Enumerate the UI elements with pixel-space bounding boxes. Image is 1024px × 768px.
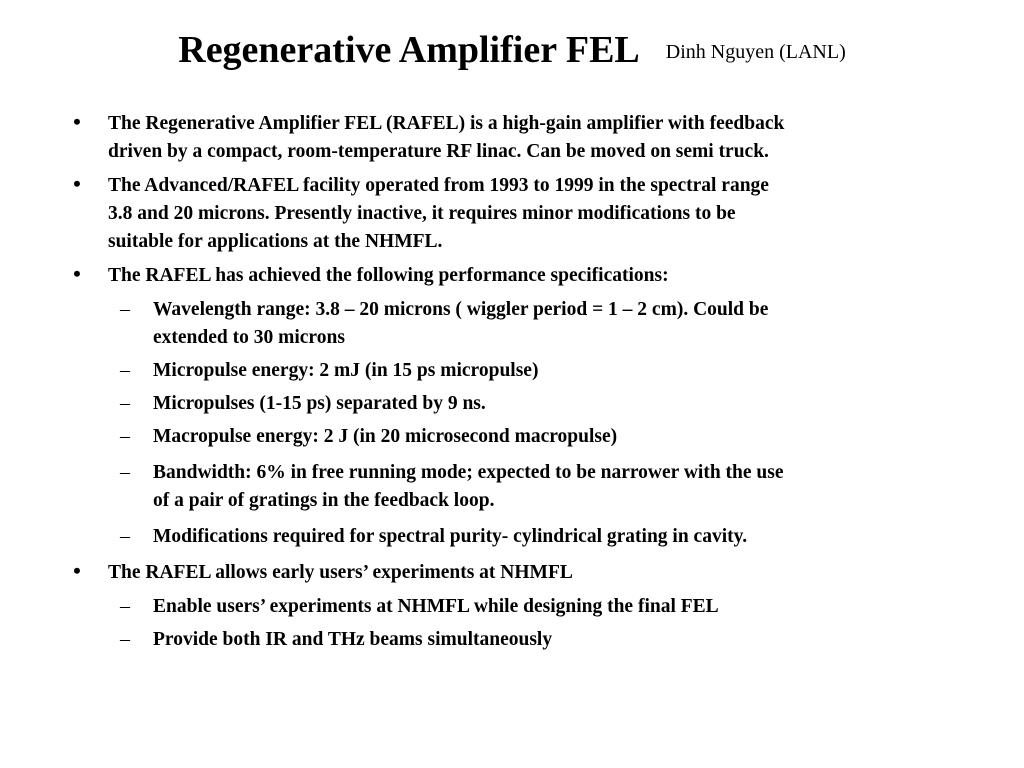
dash-marker: – xyxy=(120,298,130,320)
sub-bullet-text-line: Macropulse energy: 2 J (in 20 microsecon… xyxy=(153,426,618,447)
dash-marker: – xyxy=(120,628,130,650)
bullet-marker: • xyxy=(73,109,81,134)
bullet-marker: • xyxy=(73,261,81,286)
dash-marker: – xyxy=(120,359,130,381)
slide-author: Dinh Nguyen (LANL) xyxy=(665,41,846,63)
sub-bullet-item: – Modifications required for spectral pu… xyxy=(70,523,920,551)
sub-bullet-text-line: Enable users’ experiments at NHMFL while… xyxy=(153,596,719,617)
sub-bullet-item: – Wavelength range: 3.8 – 20 microns ( w… xyxy=(70,296,920,352)
sub-bullet-text-line: Modifications required for spectral puri… xyxy=(153,526,748,547)
sub-bullet-item: – Provide both IR and THz beams simultan… xyxy=(70,626,920,654)
dash-marker: – xyxy=(120,392,130,414)
title-row: Regenerative Amplifier FEL Dinh Nguyen (L… xyxy=(0,28,1024,72)
bullet-text-line: driven by a compact, room-temperature RF… xyxy=(108,141,769,162)
bullet-text-line: The Advanced/RAFEL facility operated fro… xyxy=(108,175,769,196)
sub-bullet-item: – Micropulses (1-15 ps) separated by 9 n… xyxy=(70,390,920,418)
bullet-marker: • xyxy=(73,171,81,196)
bullet-item: • The RAFEL has achieved the following p… xyxy=(70,262,920,290)
bullet-marker: • xyxy=(73,558,81,583)
sub-bullet-text-line: Provide both IR and THz beams simultaneo… xyxy=(153,629,553,650)
sub-bullet-text-line: extended to 30 microns xyxy=(153,327,345,348)
dash-marker: – xyxy=(120,461,130,483)
sub-bullet-item: – Enable users’ experiments at NHMFL whi… xyxy=(70,593,920,621)
bullet-text-line: 3.8 and 20 microns. Presently inactive, … xyxy=(108,203,736,224)
dash-marker: – xyxy=(120,425,130,447)
bullet-item: • The Regenerative Amplifier FEL (RAFEL)… xyxy=(70,110,920,166)
sub-bullet-item: – Macropulse energy: 2 J (in 20 microsec… xyxy=(70,423,920,451)
sub-bullet-item: – Bandwidth: 6% in free running mode; ex… xyxy=(70,459,920,515)
sub-bullet-text-line: of a pair of gratings in the feedback lo… xyxy=(153,490,495,511)
sub-bullet-text-line: Micropulse energy: 2 mJ (in 15 ps microp… xyxy=(153,360,539,381)
bullet-item: • The RAFEL allows early users’ experime… xyxy=(70,559,920,587)
slide-title: Regenerative Amplifier FEL xyxy=(178,29,640,71)
bullet-item: • The Advanced/RAFEL facility operated f… xyxy=(70,172,920,256)
sub-bullet-text-line: Wavelength range: 3.8 – 20 microns ( wig… xyxy=(153,299,769,320)
sub-bullet-text-line: Micropulses (1-15 ps) separated by 9 ns. xyxy=(153,393,486,414)
bullet-text-line: The RAFEL has achieved the following per… xyxy=(108,265,669,286)
bullet-text-line: The RAFEL allows early users’ experiment… xyxy=(108,562,573,583)
bullet-text-line: suitable for applications at the NHMFL. xyxy=(108,231,443,252)
dash-marker: – xyxy=(120,525,130,547)
sub-bullet-text-line: Bandwidth: 6% in free running mode; expe… xyxy=(153,462,784,483)
sub-bullet-item: – Micropulse energy: 2 mJ (in 15 ps micr… xyxy=(70,357,920,385)
dash-marker: – xyxy=(120,595,130,617)
bullet-text-line: The Regenerative Amplifier FEL (RAFEL) i… xyxy=(108,113,785,134)
bullet-list: • The Regenerative Amplifier FEL (RAFEL)… xyxy=(70,110,920,659)
